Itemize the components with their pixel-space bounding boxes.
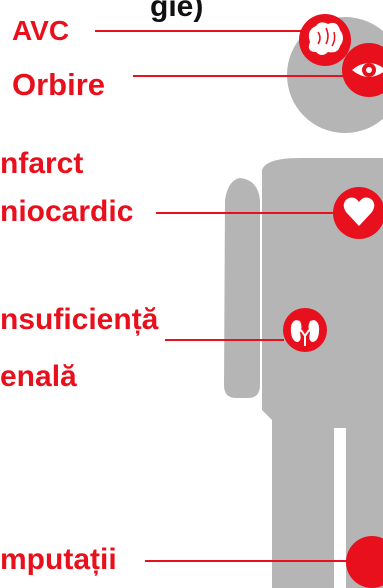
top-caption-fragment: gie) <box>150 0 204 23</box>
label-renal-line2: enală <box>0 360 77 393</box>
label-infarct-line1: nfarct <box>0 147 84 180</box>
foot-amputation-icon <box>346 536 383 588</box>
torso-shape <box>262 158 383 588</box>
heart-icon <box>333 187 383 239</box>
eye-icon <box>342 43 383 97</box>
kidneys-icon <box>283 308 327 352</box>
human-silhouette <box>224 17 383 588</box>
label-avc: AVC <box>12 15 70 46</box>
brain-icon <box>299 14 351 66</box>
leg-gap <box>334 428 346 588</box>
label-renal-line1: nsuficiență <box>0 303 159 336</box>
label-orbire: Orbire <box>12 67 106 102</box>
leader-lines <box>95 30 352 562</box>
arm-shape <box>224 178 260 398</box>
label-infarct-line2: niocardic <box>0 195 134 228</box>
label-amputatii: mputații <box>0 543 117 576</box>
